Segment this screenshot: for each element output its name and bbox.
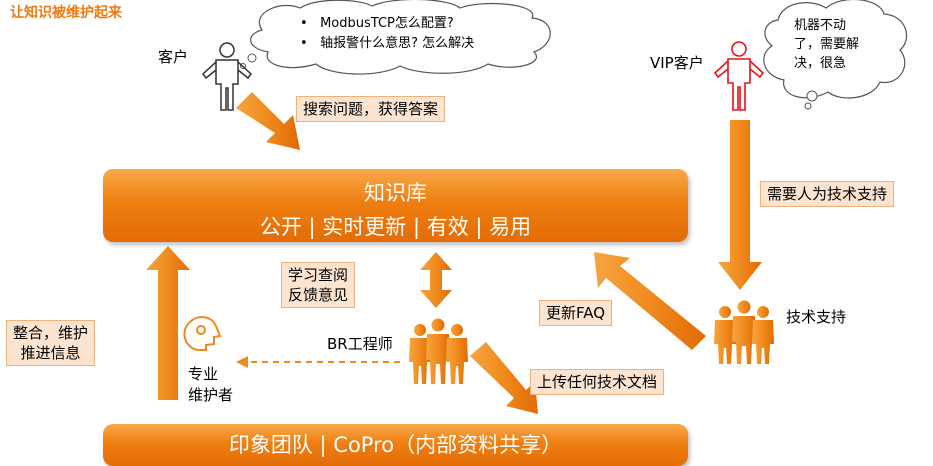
study-feedback-arrow xyxy=(420,252,452,308)
search-arrow xyxy=(236,92,300,150)
vip-cloud-text: 机器不动 了，需要解 决，很急 xyxy=(794,18,860,71)
need-support-tag: 需要人为技术支持 xyxy=(760,181,895,207)
knowledge-base-title: 知识库 xyxy=(364,181,427,205)
maintainer-head-icon xyxy=(183,316,222,351)
integrate-arrow xyxy=(146,246,190,400)
update-faq-tag: 更新FAQ xyxy=(539,300,613,326)
upload-docs-arrow xyxy=(470,342,538,414)
vip-customer-label: VIP客户 xyxy=(650,54,704,72)
vip-thought-cloud xyxy=(763,0,908,110)
maintainer-label: 专业 维护者 xyxy=(188,365,234,404)
br-engineer-label: BR工程师 xyxy=(327,335,393,353)
vip-customer-figure-icon xyxy=(713,41,765,111)
integrate-tag: 整合，维护 推进信息 xyxy=(6,320,96,366)
vip-to-support-arrow xyxy=(718,120,762,290)
knowledge-base-subtitle: 公开 | 实时更新 | 有效 | 易用 xyxy=(259,215,532,239)
knowledge-base-box: 知识库 公开 | 实时更新 | 有效 | 易用 xyxy=(103,169,688,242)
cloud-bullet-1: • ModbusTCP怎么配置? xyxy=(300,16,454,31)
page-title: 让知识被维护起来 xyxy=(10,5,122,21)
br-engineers-icon xyxy=(409,318,468,384)
study-feedback-tag: 学习查阅 反馈意见 xyxy=(281,262,356,308)
update-faq-arrow xyxy=(594,252,706,350)
customer-figure-icon xyxy=(201,42,253,111)
tech-support-label: 技术支持 xyxy=(786,308,847,326)
search-tag: 搜索问题，获得答案 xyxy=(296,96,446,122)
upload-docs-tag: 上传任何技术文档 xyxy=(530,369,665,395)
dashed-arrow xyxy=(236,356,400,368)
customer-thought-cloud xyxy=(240,0,551,75)
customer-label: 客户 xyxy=(158,48,189,66)
customer-cloud-text: • ModbusTCP怎么配置? • 轴报警什么意思? 怎么解决 xyxy=(300,14,474,54)
copro-box: 印象团队 | CoPro（内部资料共享） xyxy=(103,424,688,466)
tech-support-team-icon xyxy=(714,300,774,364)
cloud-bullet-2: • 轴报警什么意思? 怎么解决 xyxy=(300,36,475,51)
